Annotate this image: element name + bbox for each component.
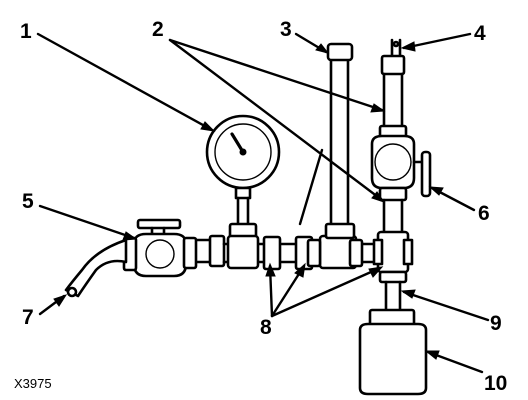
callout-8: 8 [260, 316, 272, 339]
callout-labels: 1 2 3 4 5 6 7 8 9 10 [20, 18, 507, 395]
callout-5: 5 [22, 190, 34, 213]
right-riser [370, 38, 432, 314]
test-container [358, 308, 428, 396]
figure-id: X3975 [14, 376, 52, 391]
vertical-tube [324, 42, 356, 240]
leader-lines [36, 32, 490, 374]
callout-7: 7 [22, 306, 34, 329]
callout-1: 1 [20, 20, 32, 43]
hose [64, 238, 128, 298]
main-pipe [176, 234, 382, 271]
shutoff-valve [122, 218, 198, 278]
callout-3: 3 [280, 18, 292, 41]
callout-2: 2 [152, 18, 164, 41]
callout-6: 6 [478, 202, 490, 225]
callout-9: 9 [490, 312, 502, 335]
pressure-gauge [205, 114, 281, 240]
callout-4: 4 [474, 22, 486, 45]
callout-10: 10 [484, 372, 507, 395]
